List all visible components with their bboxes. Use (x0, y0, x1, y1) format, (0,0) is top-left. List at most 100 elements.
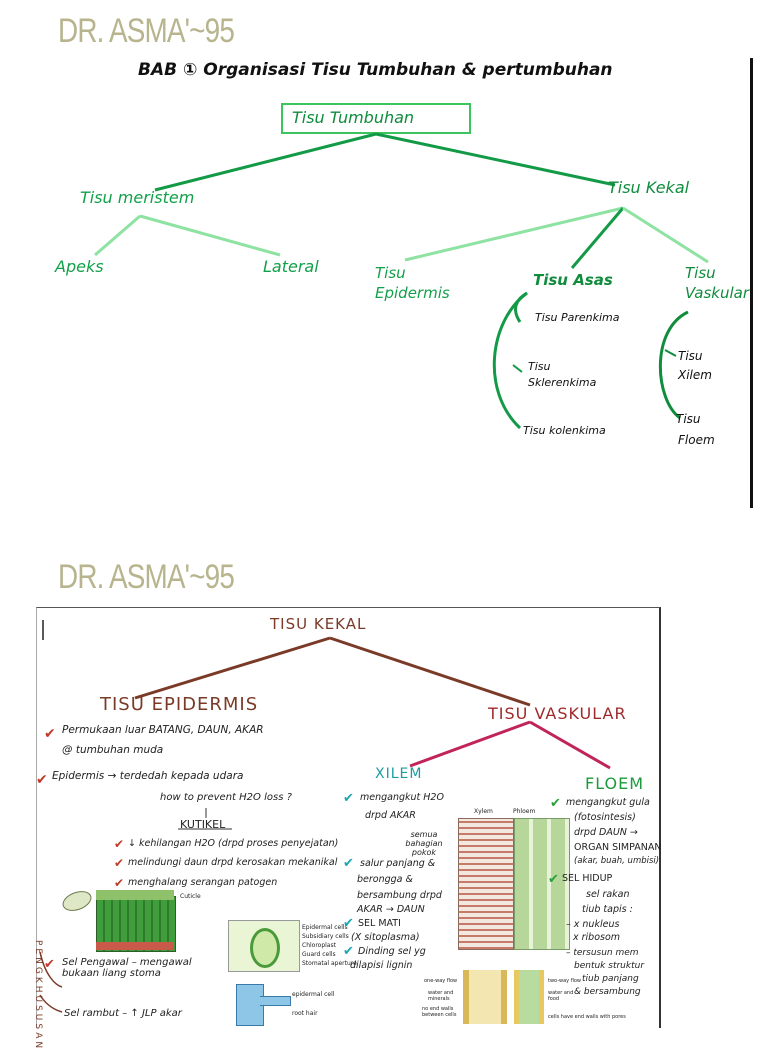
epidermis-node-line1: Tisu (375, 264, 406, 282)
tisu-epidermis-title: TISU EPIDERMIS (100, 694, 259, 715)
root-hair-figure (236, 984, 264, 1026)
figure-label: no end walls between cells (422, 1006, 457, 1018)
leaf-figure-top (96, 890, 174, 900)
floem-note: ORGAN SIMPANAN (574, 842, 662, 853)
lateral-node: Lateral (263, 257, 319, 276)
figure-label: Chloroplast (302, 942, 336, 949)
floem-note: (akar, buah, umbisi) (574, 856, 660, 866)
floem-note: x ribosom (573, 932, 621, 943)
figure-label: two-way flow (548, 978, 582, 984)
xilem-note: mengangkut H2O (360, 792, 444, 803)
floem-note: mengangkut gula (566, 797, 650, 808)
figure-label: water and food (548, 990, 574, 1002)
check-icon: ✔ (548, 872, 559, 887)
xilem-note: berongga & (357, 874, 413, 885)
xilem-note: (X sitoplasma) (351, 932, 420, 943)
figure-label: Epidermal cells (302, 924, 348, 931)
xylem-micrograph (458, 818, 514, 950)
watermark-bottom: DR. ASMA'~95 (58, 558, 235, 596)
note-line: ↓ kehilangan H2O (drpd proses penyejatan… (128, 838, 339, 849)
figure-label: Subsidiary cells (302, 933, 349, 940)
figure-label: Phloem (513, 808, 536, 815)
note-line: KUTIKEL (180, 818, 226, 831)
floem-note: – tersusun mem (566, 948, 639, 958)
note-line: Permukaan luar BATANG, DAUN, AKAR (62, 724, 264, 736)
check-icon: ✔ (114, 856, 125, 870)
figure-label: cells have end walls with pores (548, 1014, 626, 1020)
floem-note: – x nukleus (566, 919, 620, 930)
xilem-title: XILEM (375, 766, 423, 782)
floem-title: FLOEM (585, 774, 645, 793)
floem-note: tiub panjang (582, 974, 639, 984)
page-edge (750, 58, 753, 508)
xilem-note: salur panjang & (360, 858, 436, 869)
check-icon: ✔ (44, 726, 56, 742)
check-icon: ✔ (36, 772, 48, 788)
vaskular-node-line1: Tisu (685, 264, 716, 282)
note-line: Sel Pengawal – mengawal bukaan liang sto… (62, 957, 192, 979)
vaskular-node-line2: Vaskular (685, 284, 750, 302)
apeks-node: Apeks (55, 257, 104, 276)
asas-node: Tisu Asas (533, 271, 613, 289)
floem-note: bentuk struktur (574, 961, 645, 971)
xilem-note: Dinding sel yg (358, 946, 426, 957)
page2-connectors (39, 620, 611, 1013)
note-line: Sel rambut – ↑ JLP akar (64, 1008, 182, 1019)
xilem-note: bersambung drpd (357, 890, 442, 901)
epidermis-node-line2: Epidermis (375, 284, 450, 302)
chapter-heading: BAB ① Organisasi Tisu Tumbuhan & pertumb… (138, 60, 613, 80)
check-icon: ✔ (343, 791, 354, 806)
note-line: @ tumbuhan muda (62, 744, 164, 756)
kolenkima-item: Tisu kolenkima (523, 424, 606, 437)
check-icon: ✔ (114, 876, 125, 890)
figure-label: epidermal cell (292, 991, 335, 998)
side-label: PENGKHUSUSAN (33, 940, 43, 1051)
xilem-note: drpd AKAR (365, 810, 416, 821)
figure-label: Guard cells (302, 951, 336, 958)
xilem-item-line1: Tisu (678, 349, 703, 363)
check-icon: ✔ (343, 916, 354, 931)
leaf-figure-bottom (96, 942, 174, 950)
check-icon: ✔ (114, 837, 125, 851)
notes-page-2 (36, 607, 661, 1028)
floem-note: drpd DAUN → (574, 827, 638, 838)
floem-note: tiub tapis : (582, 904, 633, 915)
parenkima-item: Tisu Parenkima (535, 311, 620, 324)
watermark-top: DR. ASMA'~95 (58, 12, 235, 50)
sklerenkima-item-line1: Tisu (528, 360, 551, 373)
xilem-item-line2: Xilem (678, 368, 712, 382)
kekal-node: Tisu Kekal (608, 178, 690, 197)
figure-label: Stomatal aperture (302, 960, 357, 967)
phloem-flow-diagram (514, 970, 544, 1024)
phloem-micrograph (514, 818, 570, 950)
floem-note: SEL HIDUP (562, 873, 613, 884)
check-icon: ✔ (44, 957, 55, 972)
floem-note: sel rakan (586, 889, 630, 900)
floem-note: (fotosintesis) (574, 812, 636, 823)
notes-page-1 (38, 55, 752, 510)
note-line: how to prevent H2O loss ? (160, 792, 292, 803)
tisu-kekal-title: TISU KEKAL (270, 615, 367, 633)
figure-label: Cuticle (180, 893, 201, 900)
root-hair-extension (260, 996, 291, 1006)
check-icon: ✔ (550, 796, 561, 811)
note-line: menghalang serangan patogen (128, 877, 278, 888)
figure-label: Xylem (474, 808, 493, 815)
note-line: Epidermis → terdedah kepada udara (52, 770, 244, 782)
xilem-note: dilapisi lignin (350, 960, 413, 971)
guard-cell-icon (250, 928, 280, 968)
tisu-vaskular-title: TISU VASKULAR (488, 704, 627, 723)
figure-label: one-way flow (424, 978, 458, 984)
root-node: Tisu Tumbuhan (292, 108, 415, 127)
xilem-note: semua bahagian pokok (405, 830, 443, 857)
xilem-note: SEL MATI (358, 918, 401, 929)
floem-item-line2: Floem (678, 433, 715, 447)
xylem-flow-diagram (463, 970, 507, 1024)
figure-label: root hair (292, 1010, 318, 1017)
meristem-node: Tisu meristem (80, 188, 195, 207)
xilem-note: AKAR → DAUN (357, 904, 425, 915)
check-icon: ✔ (343, 944, 354, 959)
sklerenkima-item-line2: Sklerenkima (528, 376, 597, 389)
figure-label: water and minerals (428, 990, 454, 1002)
floem-item-line1: Tisu (676, 412, 701, 426)
